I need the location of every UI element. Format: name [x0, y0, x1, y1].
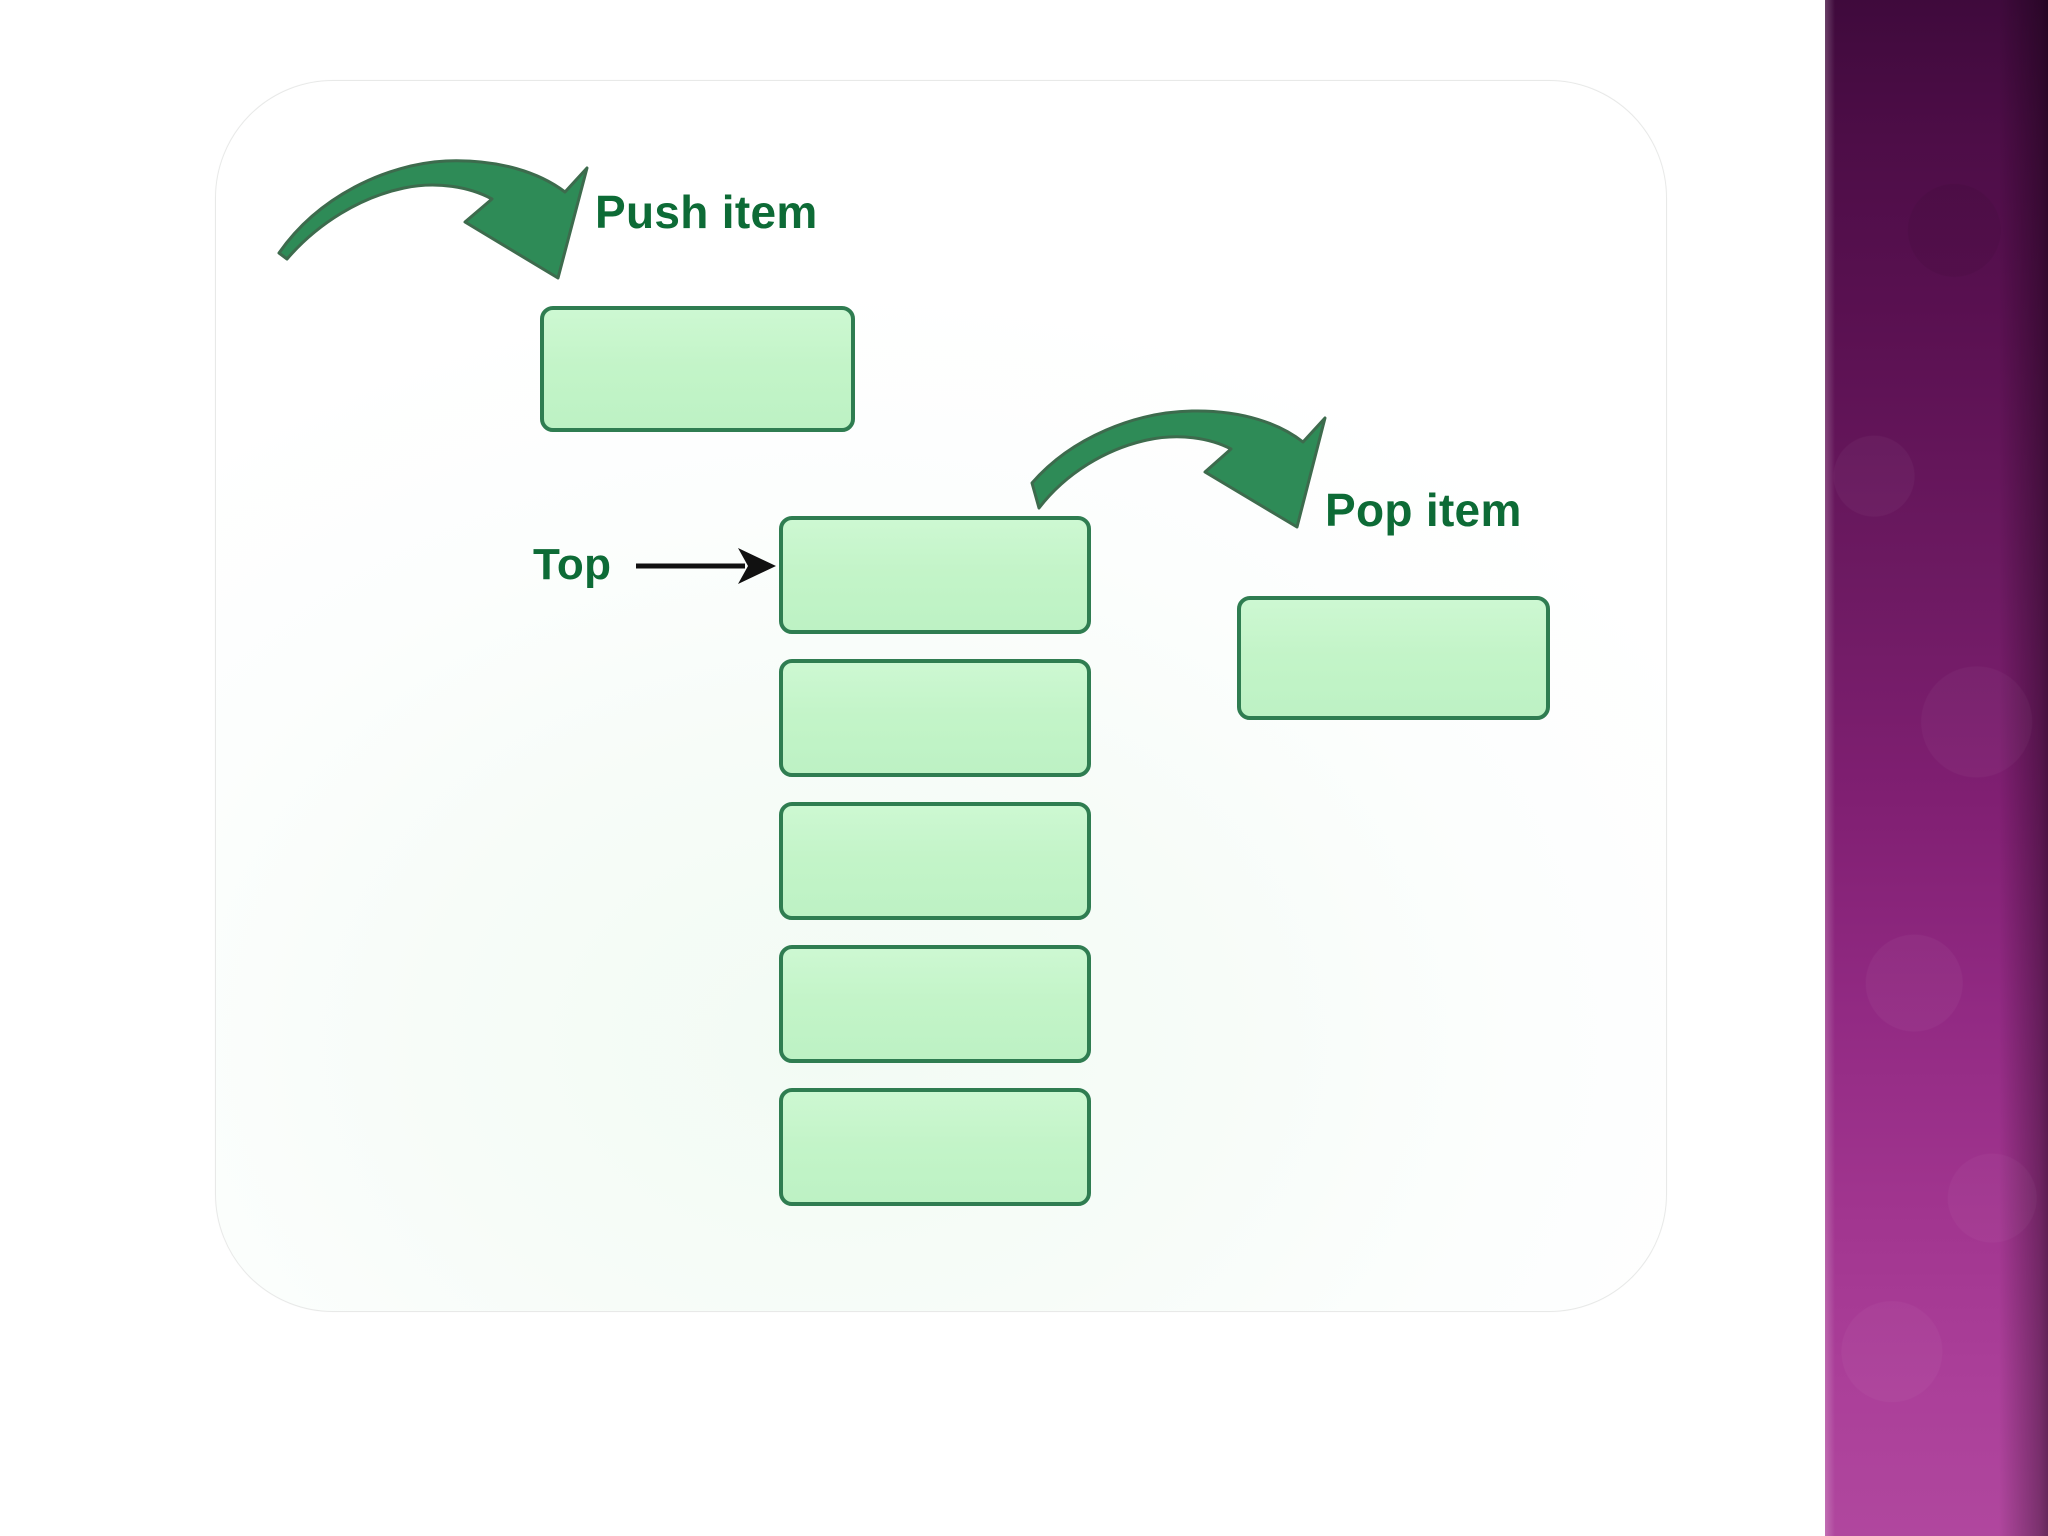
pop-item-label: Pop item [1325, 484, 1522, 536]
pop-item-box[interactable] [1237, 596, 1550, 720]
purple-accent-band [1825, 0, 2048, 1536]
top-label: Top [533, 540, 612, 589]
purple-band-texture [1825, 0, 2048, 1536]
push-item-box[interactable] [540, 306, 855, 432]
stack-box-2[interactable] [779, 659, 1091, 777]
stack-box-4[interactable] [779, 945, 1091, 1063]
push-item-label: Push item [595, 186, 818, 238]
stack-box-5[interactable] [779, 1088, 1091, 1206]
stack-box-3[interactable] [779, 802, 1091, 920]
stack-box-top[interactable] [779, 516, 1091, 634]
